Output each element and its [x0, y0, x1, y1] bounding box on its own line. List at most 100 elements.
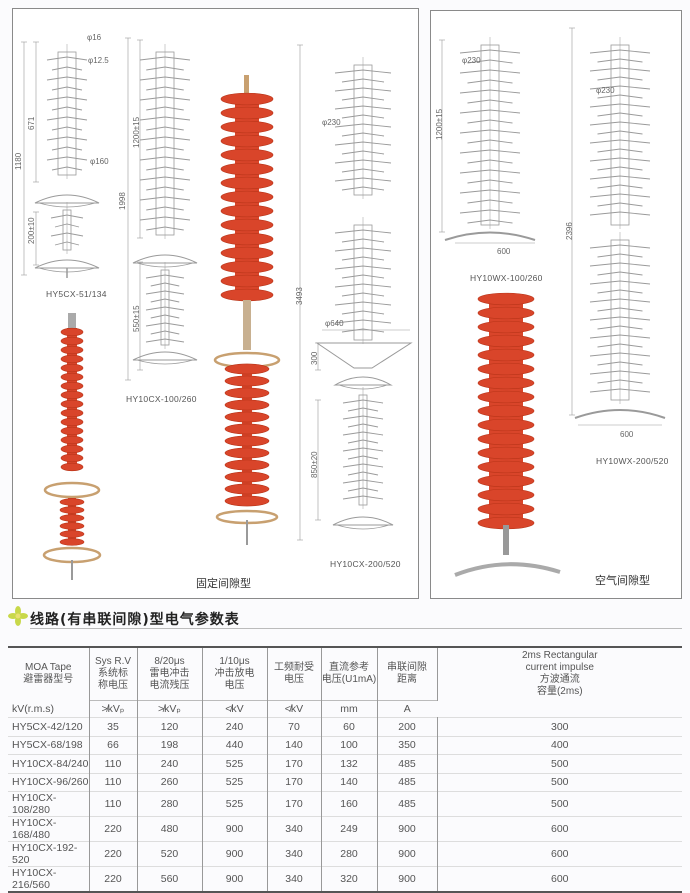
arrester-photo-red	[242, 365, 252, 505]
arrester-fitting	[503, 525, 509, 555]
dim-label: 1998	[118, 192, 127, 210]
value-cell: 110	[89, 754, 138, 773]
arrester-photo-red	[224, 459, 270, 471]
arrester-photo-red	[224, 423, 270, 435]
arrester-photo-red	[477, 306, 535, 320]
table-title: 线路(有串联间隙)型电气参数表	[30, 612, 240, 628]
value-cell: 240	[202, 717, 268, 736]
arrester-fitting	[244, 75, 249, 93]
arrester-photo-red	[220, 232, 274, 246]
electrode-arc	[444, 231, 536, 241]
dim-label: φ230	[322, 118, 341, 127]
model-cell: HY10CX-192-520	[8, 841, 90, 867]
arrester-photo-red	[59, 514, 85, 522]
value-cell: 280	[137, 791, 203, 817]
column-header-line: 电流残压	[149, 680, 190, 691]
unit-cell: kV(r.m.s)	[8, 700, 90, 718]
arrester-fitting	[243, 300, 251, 350]
value-cell: 300	[437, 717, 682, 736]
value-cell: 170	[267, 791, 322, 817]
column-header-line: 避雷器型号	[23, 674, 74, 686]
dim-label: 200±10	[27, 217, 36, 244]
arrester-photo-red	[60, 444, 84, 454]
arrester-photo-red	[224, 483, 270, 495]
arrester-photo-red	[477, 292, 535, 306]
column-header-line: 电压	[284, 674, 304, 685]
value-cell: 200	[377, 717, 438, 736]
column-header-line: 直流参考	[329, 662, 369, 673]
arrester-photo-red	[60, 345, 84, 355]
value-cell: 400	[437, 735, 682, 755]
value-cell: 66	[89, 735, 138, 755]
dim-label: φ230	[596, 86, 615, 95]
value-cell: 525	[202, 791, 268, 817]
arrester-photo-red	[224, 375, 270, 387]
unit-cell: A	[377, 700, 437, 718]
electrode-arc	[454, 562, 561, 577]
column-header: 直流参考电压(U1mA)	[321, 647, 378, 701]
value-cell: 240	[137, 754, 203, 773]
column-header-line: 冲击放电	[214, 668, 255, 679]
value-cell: 260	[137, 772, 203, 792]
column-header-line: 雷电冲击	[149, 668, 190, 679]
dim-label: 2396	[565, 222, 574, 240]
column-header-line: 2ms Rectangular	[521, 650, 598, 662]
grading-ring	[336, 524, 390, 530]
dim-label: φ16	[87, 33, 102, 42]
arrester-photo-red	[477, 320, 535, 334]
air-gap-figure-panel	[430, 10, 682, 599]
arrester-photo-red	[60, 390, 84, 400]
grading-ring	[42, 546, 102, 564]
value-cell: 170	[267, 772, 322, 792]
unit-cell: ≯kVₚ	[137, 700, 203, 718]
arrester-photo-red	[477, 362, 535, 376]
arrester-photo-red	[220, 134, 274, 148]
arrester-photo-red	[224, 471, 270, 483]
column-header-line: 容量(2ms)	[536, 686, 583, 698]
dim-label: 850±20	[310, 451, 319, 478]
value-cell: 70	[267, 717, 322, 736]
value-cell: 485	[377, 772, 438, 792]
arrester-photo-red	[60, 453, 84, 463]
value-cell: 560	[137, 866, 203, 892]
column-header-line: 电压	[224, 680, 245, 691]
dim-label: 600	[620, 430, 634, 439]
value-cell: 440	[202, 735, 268, 755]
value-cell: 120	[137, 717, 203, 736]
arrester-photo-red	[477, 460, 535, 474]
grading-ring	[43, 481, 101, 499]
value-cell: 500	[437, 772, 682, 792]
column-header-line: MOA Tape	[24, 662, 72, 674]
dim-label: 550±15	[132, 305, 141, 332]
value-cell: 160	[321, 791, 378, 817]
value-cell: 485	[377, 791, 438, 817]
column-header-line: 工频耐受	[274, 662, 314, 673]
value-cell: 350	[377, 735, 438, 755]
value-cell: 900	[202, 841, 268, 867]
arrester-photo-red	[477, 376, 535, 390]
arrester-photo-red	[224, 447, 270, 459]
model-caption: HY10WX-100/260	[470, 273, 543, 283]
value-cell: 600	[437, 866, 682, 892]
grading-ring	[34, 194, 100, 204]
unit-cell: ≮kV	[202, 700, 268, 718]
dim-label: 3493	[295, 287, 304, 305]
unit-cell: mm	[321, 700, 378, 718]
dim-label: φ12.5	[88, 56, 109, 65]
value-cell: 500	[437, 791, 682, 817]
value-cell: 900	[377, 866, 438, 892]
arrester-photo-red	[220, 246, 274, 260]
column-header-line: Sys R.V	[94, 656, 132, 667]
value-cell: 340	[267, 866, 322, 892]
arrester-photo-red	[224, 399, 270, 411]
arrester-photo-red	[224, 495, 270, 507]
model-cell: HY10CX-96/260	[8, 772, 90, 792]
dim-label: 671	[27, 116, 36, 130]
arrester-photo-red	[220, 106, 274, 120]
value-cell: 340	[267, 816, 322, 842]
